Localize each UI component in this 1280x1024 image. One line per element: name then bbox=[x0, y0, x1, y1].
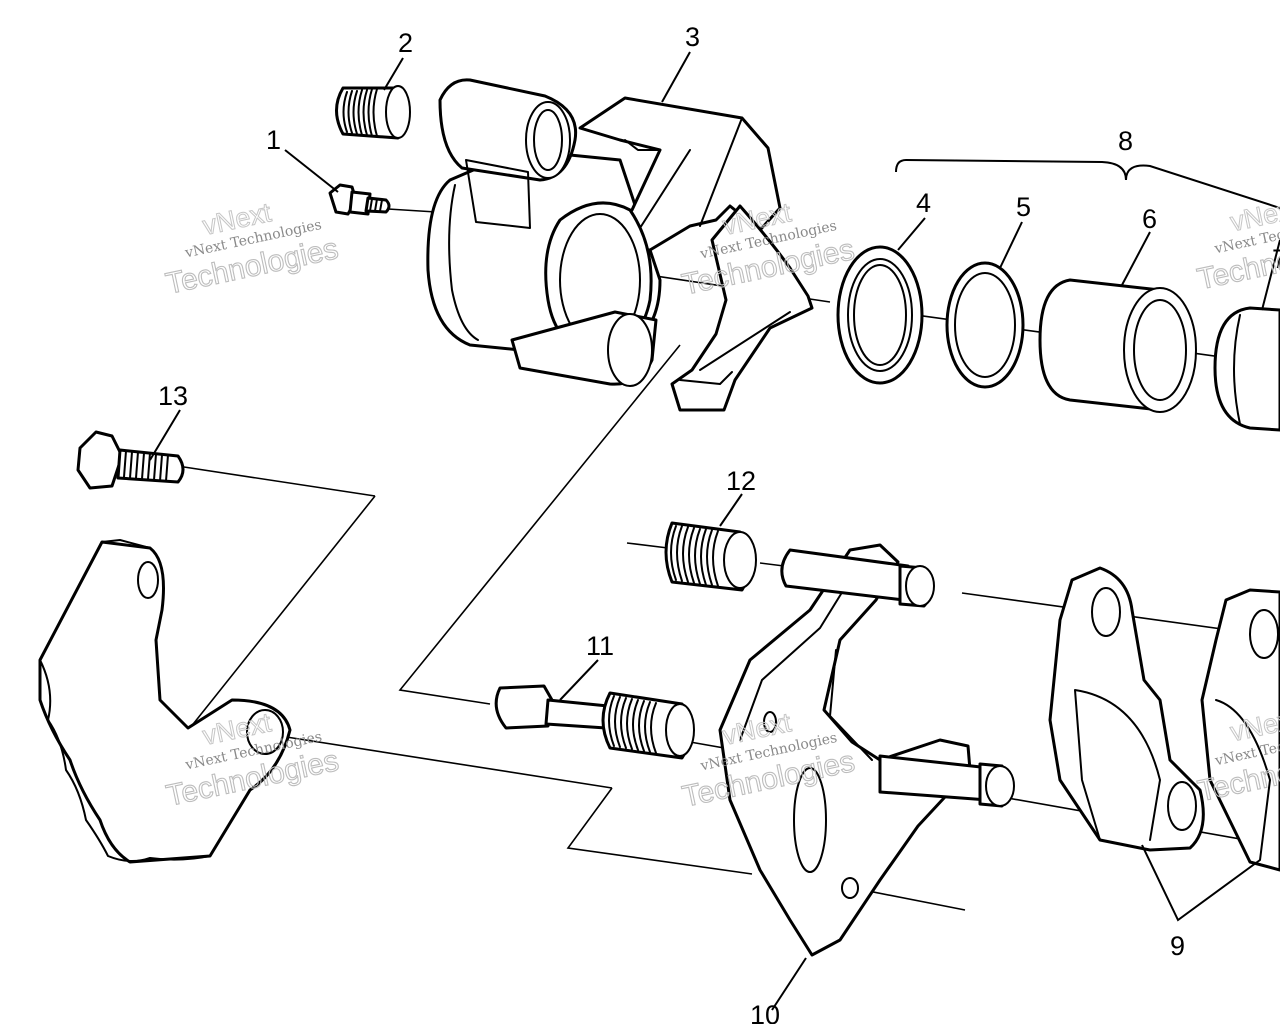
callout-12: 12 bbox=[726, 466, 756, 496]
watermark-1: vNext vNext Technologies Technologies bbox=[162, 197, 341, 302]
callout-8: 8 bbox=[1118, 126, 1133, 156]
mounting-bracket-left bbox=[38, 539, 292, 864]
callout-13: 13 bbox=[158, 381, 188, 411]
callout-1: 1 bbox=[266, 125, 281, 155]
callout-2: 2 bbox=[398, 28, 413, 58]
watermark-3: vNext vNext Technologies Technologies bbox=[1194, 193, 1280, 297]
part-2-plug bbox=[335, 85, 411, 140]
callout-5: 5 bbox=[1016, 192, 1031, 222]
part-6-piston bbox=[1038, 278, 1197, 413]
callout-11: 11 bbox=[586, 631, 614, 661]
part-13-bolt bbox=[76, 430, 185, 490]
part-5-oring bbox=[945, 261, 1025, 389]
part-7-cap bbox=[1213, 306, 1280, 432]
callout-7: 7 bbox=[1272, 244, 1280, 274]
part-11-pin bbox=[494, 684, 695, 760]
part-9-brake-pads bbox=[1048, 566, 1280, 872]
part-1-bleeder-screw bbox=[328, 183, 391, 216]
part-12-boot bbox=[664, 521, 757, 592]
callout-9: 9 bbox=[1170, 931, 1185, 961]
part-4-seal bbox=[836, 245, 924, 385]
callout-6: 6 bbox=[1142, 204, 1157, 234]
callout-3: 3 bbox=[685, 22, 700, 52]
callout-leaders bbox=[149, 51, 1280, 1011]
callout-labels: 1 2 3 4 5 6 7 8 9 10 11 12 13 bbox=[158, 22, 1280, 1024]
part-10-bracket bbox=[718, 543, 1015, 957]
callout-10: 10 bbox=[750, 1000, 780, 1024]
part-3-caliper-body bbox=[426, 78, 814, 412]
callout-4: 4 bbox=[916, 188, 931, 218]
